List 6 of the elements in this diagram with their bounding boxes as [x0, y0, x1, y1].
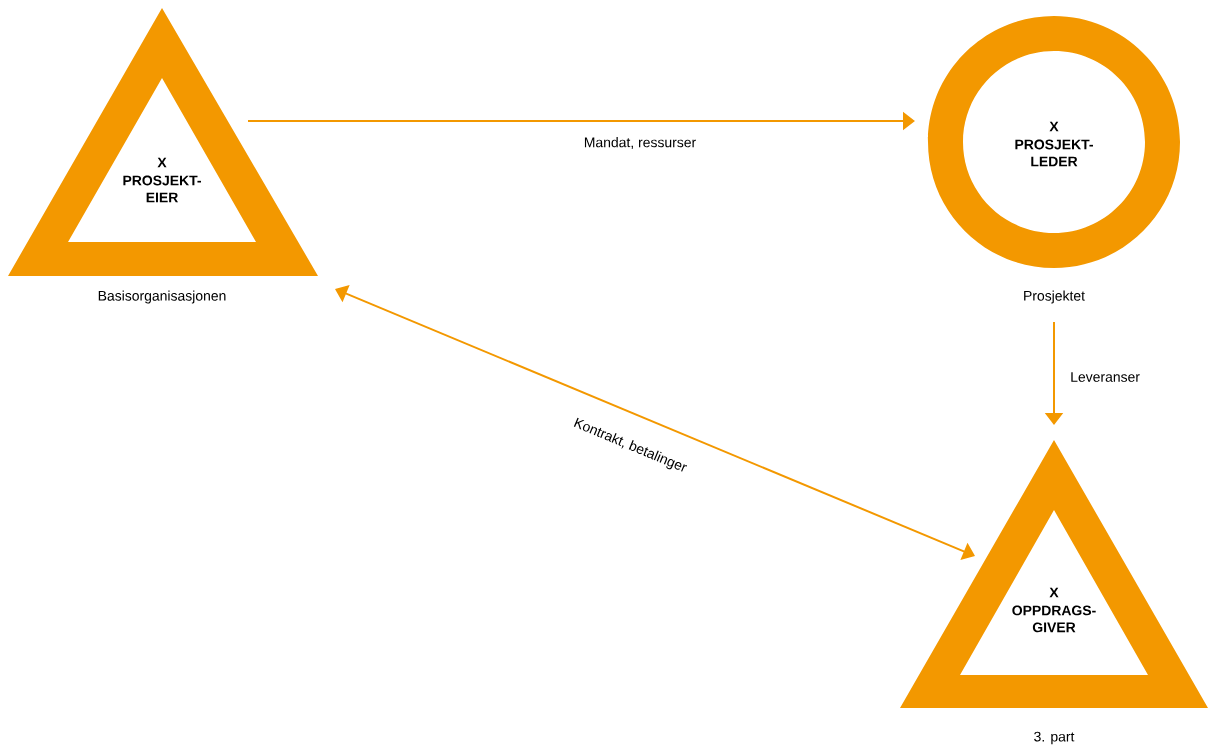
edge-label: Mandat, ressurser	[584, 137, 696, 149]
node-caption: Prosjektet	[1024, 290, 1085, 304]
node-caption: 3. part	[1034, 731, 1075, 745]
edge-label: Leveranser	[1071, 372, 1140, 382]
arrow	[335, 285, 975, 560]
node-caption: Basisorganisasjonen	[98, 290, 226, 304]
